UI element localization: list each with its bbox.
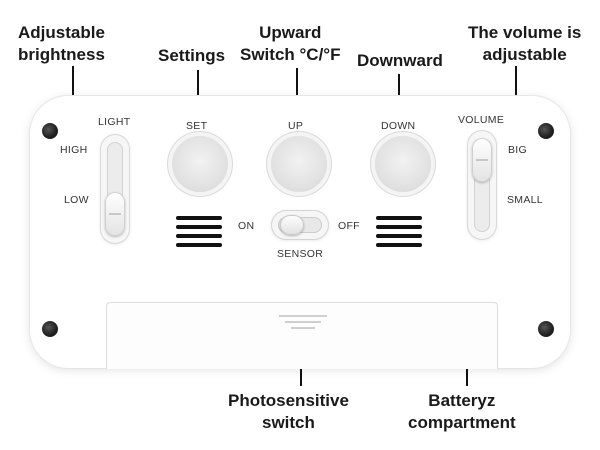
callout-text-line: compartment [408,413,516,432]
callout-text-line: Photosensitive [228,391,349,410]
set-button[interactable] [172,136,228,192]
battery-compartment-cover[interactable] [106,302,498,369]
high-label: HIGH [60,144,88,156]
callout-volume-adjustable: The volume is adjustable [468,22,581,66]
callout-text-line: Batteryz [428,391,496,410]
callout-text-line: brightness [18,45,105,64]
volume-slider[interactable] [467,130,497,240]
brightness-slider-knob[interactable] [105,192,125,236]
callout-settings: Settings [158,45,225,67]
sensor-label: SENSOR [277,248,324,260]
screw-top-left [42,123,58,139]
callout-upward-switch: Upward Switch °C/°F [240,22,341,66]
low-label: LOW [64,194,89,206]
up-button[interactable] [271,136,327,192]
callout-text-line: Switch °C/°F [240,45,341,64]
small-label: SMALL [507,194,543,206]
volume-label: VOLUME [458,114,505,126]
callout-text-line: adjustable [482,45,567,64]
clock-back-panel: LIGHT HIGH LOW SET UP DOWN VOLUME BIG SM… [30,96,570,369]
light-label: LIGHT [98,116,131,128]
sensor-switch-knob[interactable] [280,215,304,235]
off-label: OFF [338,220,360,232]
callout-photosensitive-switch: Photosensitive switch [228,390,349,434]
on-label: ON [238,220,255,232]
set-label: SET [186,120,208,132]
screw-bottom-left [42,321,58,337]
up-label: UP [288,120,304,132]
callout-text-line: Downward [357,51,443,70]
callout-text-line: The volume is [468,23,582,42]
callout-adjustable-brightness: Adjustable brightness [18,22,105,66]
callout-text-line: Settings [158,46,226,65]
callout-text-line: Upward [259,23,322,42]
callout-text-line: switch [262,413,315,432]
speaker-grille-right [376,216,422,252]
screw-top-right [538,123,554,139]
battery-cover-tab [279,315,327,333]
speaker-grille-left [176,216,222,252]
callout-downward: Downward [357,50,443,72]
volume-slider-knob[interactable] [472,138,492,182]
brightness-slider[interactable] [100,134,130,244]
callout-text-line: Adjustable [18,23,105,42]
big-label: BIG [508,144,527,156]
down-button[interactable] [375,136,431,192]
callout-battery-compartment: Batteryz compartment [408,390,516,434]
sensor-switch[interactable] [271,210,329,240]
down-label: DOWN [381,120,416,132]
screw-bottom-right [538,321,554,337]
